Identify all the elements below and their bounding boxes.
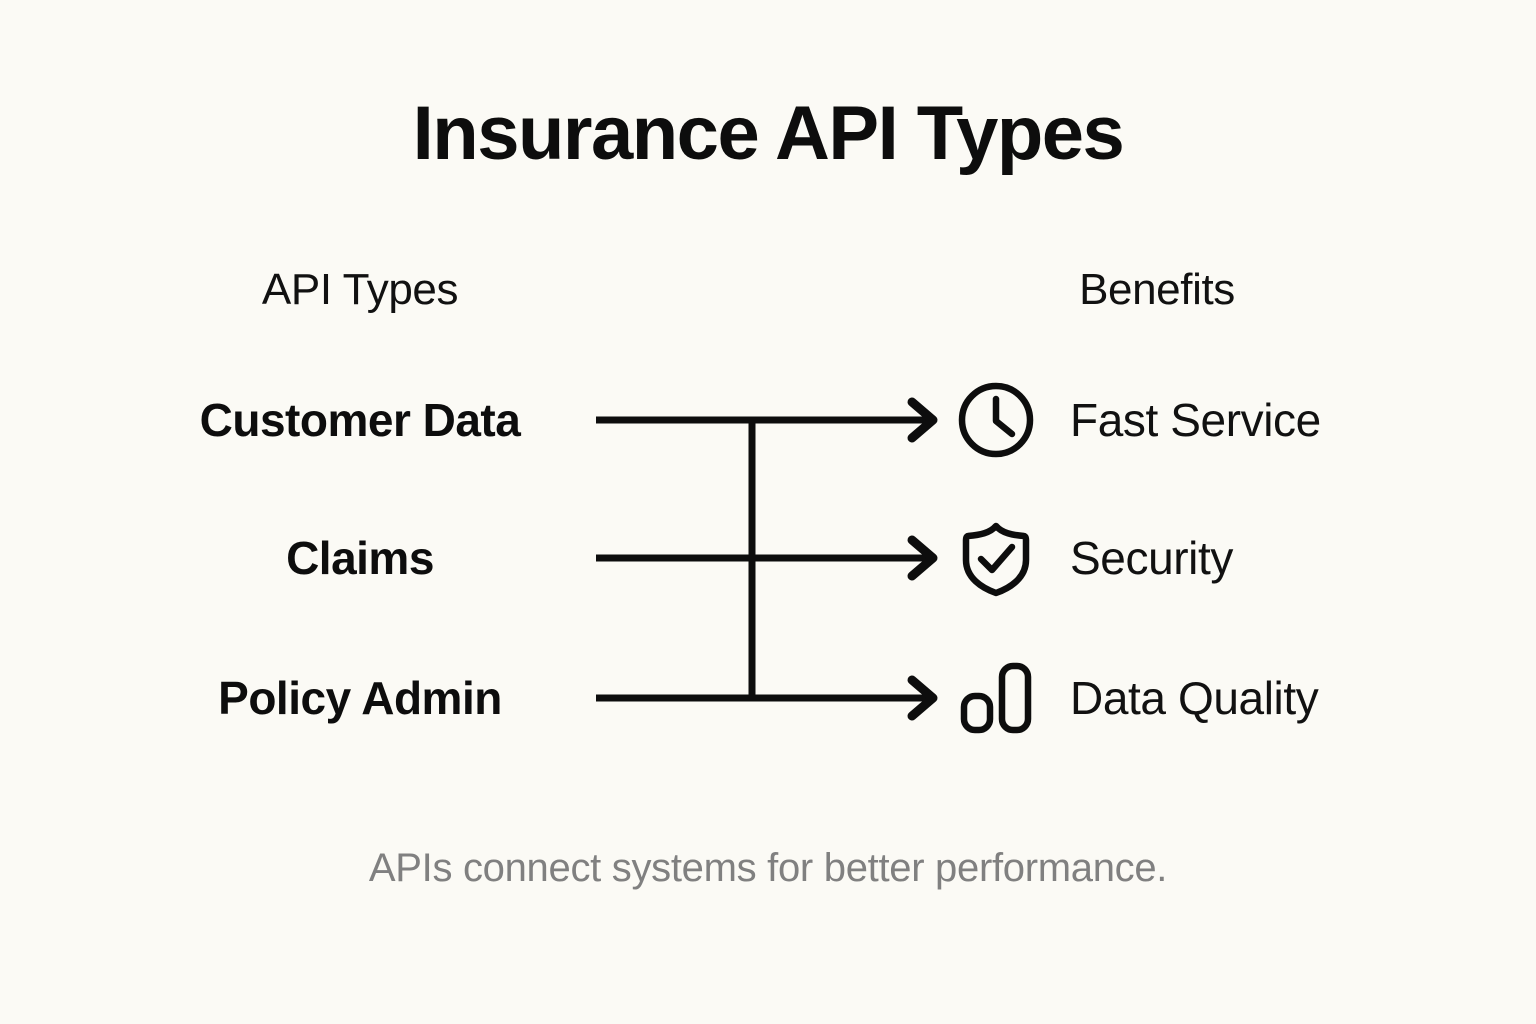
api-type-item-2: Claims [286, 532, 434, 584]
shield-check-icon [962, 522, 1030, 597]
caption-text: APIs connect systems for better performa… [368, 846, 1168, 890]
clock-icon [958, 382, 1034, 458]
benefit-label-2: Security [1070, 532, 1233, 584]
column-header-api-types: API Types [261, 265, 459, 314]
benefit-label-3: Data Quality [1070, 672, 1319, 724]
benefit-row-3: Data Quality [956, 658, 1319, 738]
benefit-row-1: Fast Service [956, 380, 1321, 460]
api-type-item-1: Customer Data [199, 394, 521, 446]
arrowhead-3 [907, 675, 938, 721]
bar-short [960, 692, 994, 734]
bar-chart-icon [960, 662, 1032, 734]
benefit-label-1: Fast Service [1070, 394, 1321, 446]
benefit-row-2: Security [956, 518, 1233, 598]
arrowhead-1 [907, 397, 938, 443]
bar-tall [998, 662, 1032, 734]
arrowhead-2 [907, 535, 938, 581]
api-type-item-3: Policy Admin [218, 672, 502, 724]
page-title: Insurance API Types [412, 91, 1125, 176]
column-header-benefits: Benefits [1079, 265, 1235, 314]
